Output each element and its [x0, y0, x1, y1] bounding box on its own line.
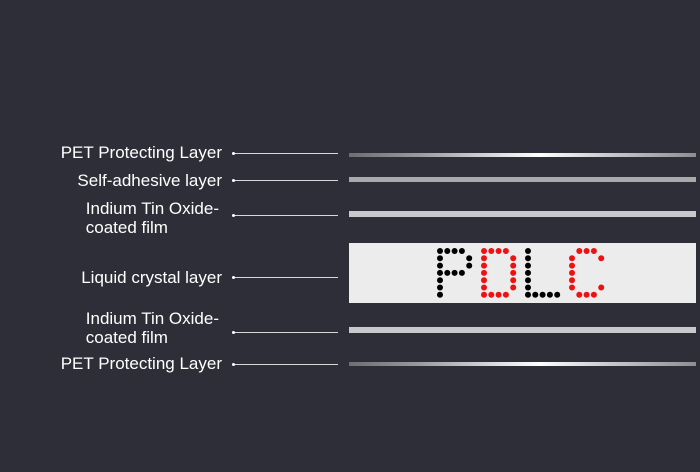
leader-ito-top: [232, 214, 338, 217]
label-liquid-crystal: Liquid crystal layer: [81, 268, 222, 287]
layer-bar-pet-top: [349, 153, 696, 157]
leader-pet-top: [232, 152, 338, 155]
leader-liquid-crystal: [232, 276, 338, 279]
label-pet-bottom: PET Protecting Layer: [61, 354, 222, 373]
layer-bar-ito-bottom: [349, 327, 696, 333]
label-ito-bottom-line2: coated film: [85, 328, 168, 347]
label-ito-top-line1: Indium Tin Oxide-: [85, 199, 219, 218]
label-ito-bottom-line1: Indium Tin Oxide-: [85, 309, 219, 328]
pdlc-letter-d: [481, 248, 517, 298]
leader-ito-bottom: [232, 331, 338, 334]
pdlc-dot-matrix-text: [437, 248, 605, 298]
label-adhesive: Self-adhesive layer: [77, 171, 222, 190]
layer-bar-liquid-crystal: [349, 243, 696, 303]
label-ito-top: Indium Tin Oxide- coated film: [86, 199, 219, 237]
label-pet-top: PET Protecting Layer: [61, 143, 222, 162]
layer-bar-adhesive: [349, 177, 696, 182]
label-adhesive-text: Self-adhesive layer: [77, 171, 222, 190]
label-ito-bottom: Indium Tin Oxide- coated film: [86, 309, 219, 347]
label-ito-top-line2: coated film: [85, 218, 168, 237]
label-liquid-crystal-text: Liquid crystal layer: [81, 268, 222, 287]
leader-pet-bottom: [232, 363, 338, 366]
pdlc-letter-l: [525, 248, 561, 298]
layer-bar-pet-bottom: [349, 362, 696, 366]
label-pet-top-text: PET Protecting Layer: [60, 143, 222, 162]
pdlc-letter-c: [569, 248, 605, 298]
pdlc-letter-p: [437, 248, 473, 298]
label-pet-bottom-text: PET Protecting Layer: [60, 354, 222, 373]
leader-adhesive: [232, 179, 338, 182]
layer-bar-ito-top: [349, 211, 696, 217]
